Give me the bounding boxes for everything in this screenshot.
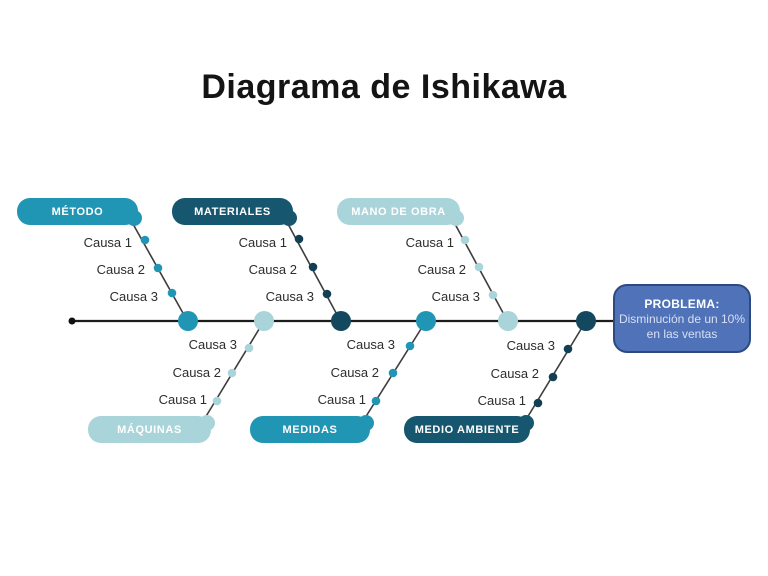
junction-dot-materiales <box>331 311 351 331</box>
cause-label: Causa 2 <box>490 366 539 381</box>
problem-title: PROBLEMA: <box>644 296 720 311</box>
junction-dot-medidas <box>416 311 436 331</box>
category-label: MEDIDAS <box>282 423 338 436</box>
cause-label: Causa 3 <box>431 289 480 304</box>
category-pill-maquinas: MÁQUINAS <box>88 415 215 443</box>
cause-label: Causa 2 <box>330 365 379 380</box>
category-pill-metodo: MÉTODO <box>17 198 142 226</box>
category-label: MANO DE OBRA <box>351 205 446 218</box>
category-label: MÁQUINAS <box>117 423 182 436</box>
cause-label: Causa 1 <box>238 235 287 250</box>
cause-label: Causa 1 <box>317 392 366 407</box>
cause-dots-mano-de-obra <box>460 235 498 300</box>
cause-label: Causa 2 <box>96 262 145 277</box>
category-label: MÉTODO <box>51 205 104 218</box>
cause-label: Causa 3 <box>109 289 158 304</box>
junction-dot-metodo <box>178 311 198 331</box>
junction-dot-medio-ambiente <box>576 311 596 331</box>
cause-label: Causa 1 <box>158 392 207 407</box>
cause-label: Causa 2 <box>248 262 297 277</box>
spine-start-dot <box>68 317 76 325</box>
cause-label: Causa 3 <box>188 337 237 352</box>
junction-dot-maquinas <box>254 311 274 331</box>
category-pill-materiales: MATERIALES <box>172 198 297 226</box>
cause-label: Causa 1 <box>405 235 454 250</box>
problem-description-line1: Disminución de un 10% <box>618 311 746 326</box>
cause-label: Causa 3 <box>265 289 314 304</box>
category-label: MATERIALES <box>194 205 271 218</box>
cause-dots-metodo <box>140 235 177 298</box>
cause-label: Causa 2 <box>172 365 221 380</box>
cause-dots-materiales <box>294 234 332 299</box>
page-title: Diagrama de Ishikawa <box>201 68 567 106</box>
cause-label: Causa 3 <box>506 338 555 353</box>
cause-label: Causa 1 <box>83 235 132 250</box>
junction-dot-mano-de-obra <box>498 311 518 331</box>
category-pill-medio-ambiente: MEDIO AMBIENTE <box>404 415 534 443</box>
cause-label: Causa 2 <box>417 262 466 277</box>
problem-description-line2: en las ventas <box>646 326 718 341</box>
cause-label: Causa 3 <box>346 337 395 352</box>
cause-dots-medio-ambiente <box>533 344 573 408</box>
cause-label: Causa 1 <box>477 393 526 408</box>
category-pill-medidas: MEDIDAS <box>250 415 374 443</box>
category-pill-mano-de-obra: MANO DE OBRA <box>337 198 464 226</box>
cause-dots-maquinas <box>212 343 254 406</box>
problem-box: PROBLEMA: Disminución de un 10% en las v… <box>613 284 751 353</box>
category-label: MEDIO AMBIENTE <box>414 423 520 436</box>
cause-dots-medidas <box>371 341 415 406</box>
